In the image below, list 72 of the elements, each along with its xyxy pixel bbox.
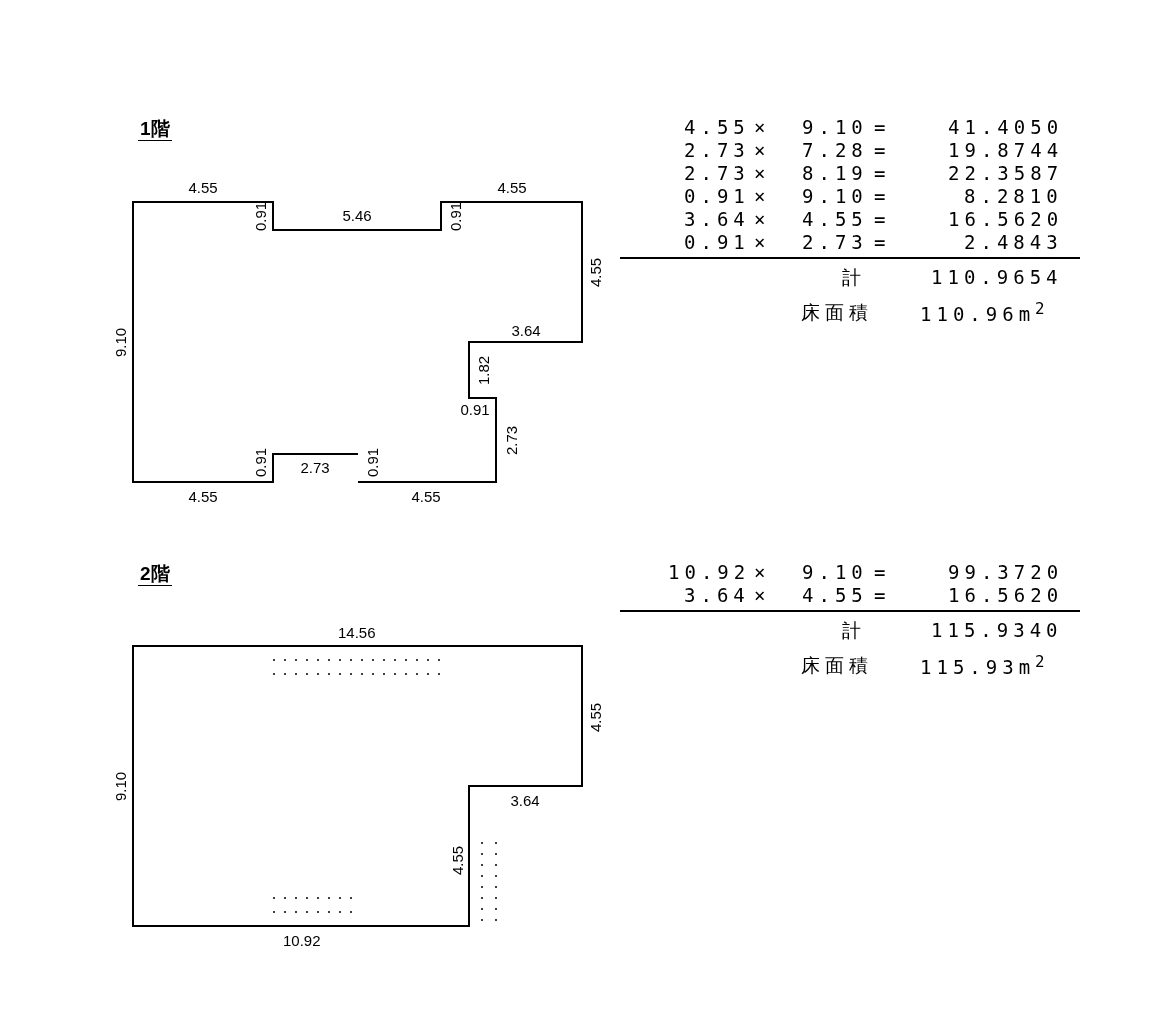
dimension-label: 3.64 (510, 792, 540, 808)
table-cell: = (874, 209, 891, 229)
table-cell: 2.73 (684, 163, 750, 183)
table-cell: × (754, 163, 771, 183)
dimension-label: 4.55 (587, 257, 603, 287)
dimension-label: 1.82 (475, 355, 491, 385)
dimension-label: 9.10 (112, 771, 128, 801)
floor-area-label: 床面積 (801, 302, 873, 322)
table-cell: × (754, 140, 771, 160)
floor-area-value: 110.96m$^{2}$ (920, 300, 1050, 324)
table-cell: = (874, 117, 891, 137)
table-cell: 9.10 (802, 562, 868, 582)
table-cell: 16.5620 (948, 585, 1064, 605)
table-cell: 9.10 (802, 117, 868, 137)
table-cell: 0.91 (684, 186, 750, 206)
table-cell: 0.91 (684, 232, 750, 252)
dimension-label: 9.10 (112, 327, 128, 357)
table-cell: × (754, 562, 771, 582)
floor-area-label: 床面積 (801, 655, 873, 675)
table-cell: 4.55 (684, 117, 750, 137)
dimension-label: 3.64 (511, 322, 541, 338)
table-cell: = (874, 140, 891, 160)
table-cell: × (754, 186, 771, 206)
total-value: 115.9340 (931, 620, 1063, 640)
table-cell: 2.73 (802, 232, 868, 252)
dimension-label: 0.91 (252, 201, 268, 231)
table-cell: 7.28 (802, 140, 868, 160)
table-cell: 10.92 (668, 562, 751, 582)
table-cell: 3.64 (684, 585, 750, 605)
table-cell: 4.55 (802, 209, 868, 229)
dimension-label: 4.55 (497, 179, 527, 195)
floor-heading: 2階 (138, 564, 172, 586)
table-cell: 22.3587 (948, 163, 1064, 183)
dimension-label: 0.91 (447, 201, 463, 231)
table-cell: 2.4843 (964, 232, 1063, 252)
table-cell: × (754, 232, 771, 252)
dimension-label: 0.91 (364, 447, 380, 477)
table-cell: 4.55 (802, 585, 868, 605)
table-cell: 9.10 (802, 186, 868, 206)
floor-area-value: 115.93m$^{2}$ (920, 653, 1050, 677)
dimension-label: 2.73 (503, 425, 519, 455)
dimension-label: 4.55 (188, 488, 218, 504)
table-cell: = (874, 163, 891, 183)
dimension-label: 4.55 (587, 702, 603, 732)
dimension-label: 14.56 (338, 624, 376, 640)
total-value: 110.9654 (931, 267, 1063, 287)
floor-heading: 1階 (138, 119, 172, 141)
dimension-label: 0.91 (252, 447, 268, 477)
dimension-label: 5.46 (342, 207, 372, 223)
table-cell: = (874, 585, 891, 605)
dimension-label: 2.73 (300, 459, 330, 475)
table-cell: 99.3720 (948, 562, 1064, 582)
table-cell: 41.4050 (948, 117, 1064, 137)
total-label: 計 (842, 267, 866, 287)
table-cell: 8.2810 (964, 186, 1063, 206)
table-cell: = (874, 186, 891, 206)
table-cell: = (874, 232, 891, 252)
dimension-label: 10.92 (283, 932, 321, 948)
table-cell: × (754, 209, 771, 229)
table-cell: × (754, 585, 771, 605)
dimension-label: 4.55 (411, 488, 441, 504)
table-cell: 2.73 (684, 140, 750, 160)
dimension-label: 4.55 (449, 845, 465, 875)
table-cell: 8.19 (802, 163, 868, 183)
table-cell: 19.8744 (948, 140, 1064, 160)
dimension-label: 0.91 (460, 401, 490, 417)
table-cell: 3.64 (684, 209, 750, 229)
total-label: 計 (842, 620, 866, 640)
table-cell: = (874, 562, 891, 582)
table-cell: 16.5620 (948, 209, 1064, 229)
dimension-label: 4.55 (188, 179, 218, 195)
table-cell: × (754, 117, 771, 137)
